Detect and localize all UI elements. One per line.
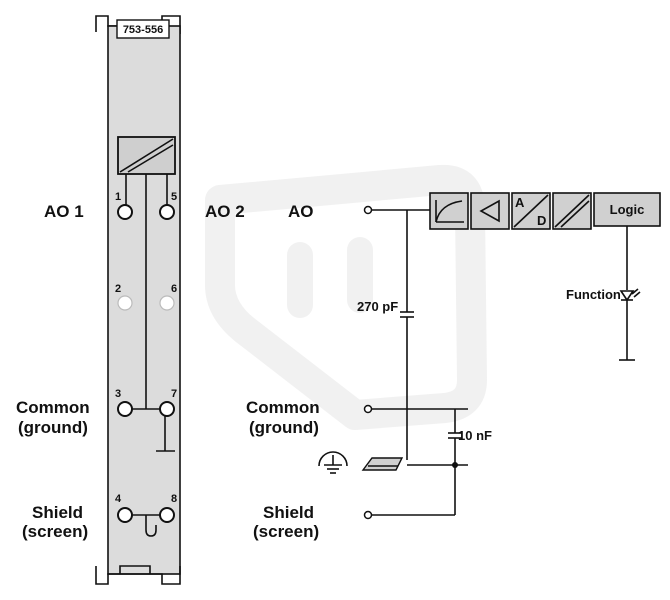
pin-number: 1 [115, 191, 121, 203]
label-ground: (ground) [18, 418, 88, 437]
label-common: Common [16, 398, 90, 417]
terminal-7 [159, 401, 175, 417]
pin-number: 6 [171, 283, 177, 295]
pin-number: 5 [171, 191, 177, 203]
ao-terminal [363, 205, 373, 215]
terminal-1 [117, 204, 133, 220]
function-label: Function [566, 287, 621, 302]
din-rail-icon [361, 457, 404, 471]
converter-a-label: A [515, 195, 525, 210]
logic-label: Logic [610, 202, 645, 217]
terminal-5 [159, 204, 175, 220]
terminal-module: 753-556 1 5 2 6 3 7 4 8 [95, 15, 181, 585]
terminal-4 [117, 507, 133, 523]
terminal-6 [159, 295, 175, 311]
label-shield-right: Shield [263, 503, 314, 522]
common-terminal [363, 404, 373, 414]
pin-number: 8 [171, 493, 177, 505]
internal-circuit: A D Logic Function 270 pF 10 nF [318, 192, 661, 520]
earth-ground-icon [318, 451, 348, 474]
terminal-2 [117, 295, 133, 311]
label-screen: (screen) [22, 522, 88, 541]
cap-10nf-label: 10 nF [458, 428, 492, 443]
label-shield: Shield [32, 503, 83, 522]
pin-number: 3 [115, 388, 121, 400]
pin-number: 4 [115, 493, 122, 505]
shield-terminal [363, 510, 373, 520]
part-number: 753-556 [123, 24, 163, 36]
terminal-3 [117, 401, 133, 417]
label-ao: AO [288, 202, 314, 221]
watermark [205, 164, 487, 430]
label-screen-right: (screen) [253, 522, 319, 541]
terminal-8 [159, 507, 175, 523]
label-ao2: AO 2 [205, 202, 245, 221]
label-common-right: Common [246, 398, 320, 417]
converter-d-label: D [537, 213, 546, 228]
part-number-box [116, 19, 170, 39]
label-ao1: AO 1 [44, 202, 84, 221]
pin-number: 7 [171, 388, 177, 400]
cap-270pf-label: 270 pF [357, 299, 398, 314]
amplifier-block [470, 192, 510, 230]
pin-number: 2 [115, 283, 121, 295]
label-ground-right: (ground) [249, 418, 319, 437]
